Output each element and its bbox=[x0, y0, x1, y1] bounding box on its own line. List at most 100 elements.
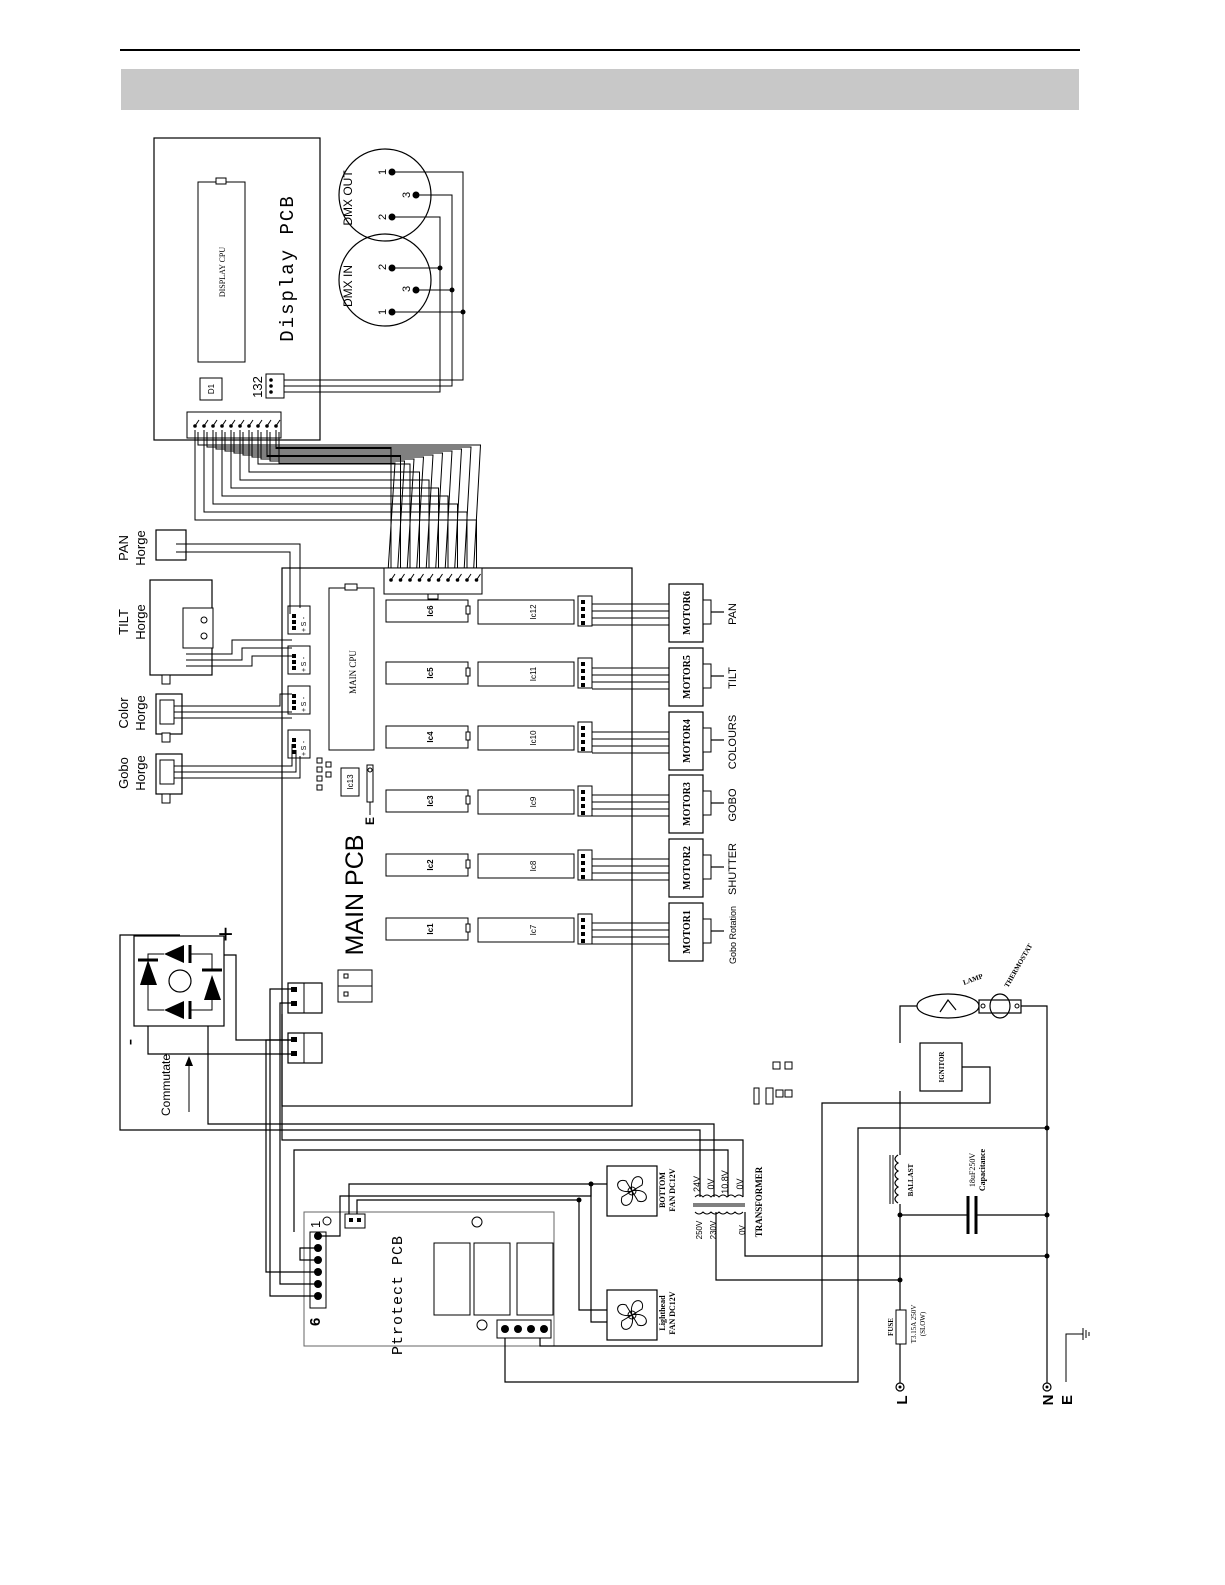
sensor-wire bbox=[176, 543, 301, 608]
lamp-label: LAMP bbox=[962, 972, 985, 987]
dmx-out-pin-1: 1 bbox=[377, 169, 389, 175]
ribbon-wire bbox=[197, 432, 482, 573]
ribbon-wire bbox=[278, 432, 396, 573]
sensor-pan bbox=[155, 529, 187, 561]
sensor-pin-label: + bbox=[301, 752, 308, 756]
driver-ic-left-label: Ic6 bbox=[426, 605, 435, 617]
motor-function-label: PAN bbox=[727, 603, 739, 625]
bottom-fan-label-1: BOTTOM bbox=[658, 1172, 667, 1208]
motor-1 bbox=[668, 902, 704, 962]
driver-ic-left-label: Ic4 bbox=[426, 731, 435, 743]
bridge-rectifier: + - Commutate bbox=[119, 919, 233, 1116]
driver-ic-left-label: Ic3 bbox=[426, 795, 435, 807]
transformer-pri-250v: 250V bbox=[695, 1220, 704, 1239]
sensor-pin-label: S bbox=[301, 701, 308, 706]
dmx-in-pin-2: 2 bbox=[377, 264, 389, 270]
sensor-wire bbox=[186, 655, 292, 667]
motor-label: MOTOR5 bbox=[682, 655, 693, 699]
main-pcb-title: MAIN PCB bbox=[341, 835, 369, 956]
motor-label: MOTOR6 bbox=[682, 591, 693, 635]
fuse-rating: T3.15A 250V bbox=[910, 1305, 918, 1344]
motor-6 bbox=[668, 583, 704, 643]
dmx-out-pin-2: 2 bbox=[377, 214, 389, 220]
sensor-wire bbox=[186, 647, 292, 661]
transformer-sec-24v: 24V bbox=[692, 1176, 702, 1192]
thermostat-label: THERMOSTAT bbox=[1003, 942, 1035, 989]
sensor-sub: Horge bbox=[133, 530, 148, 565]
transformer-pri-230v: 230V bbox=[709, 1220, 718, 1239]
ribbon-wire bbox=[203, 430, 468, 570]
ribbon-wire bbox=[194, 430, 477, 570]
driver-ic-right bbox=[477, 725, 575, 751]
motor-label: MOTOR4 bbox=[682, 719, 693, 763]
sensor-sub: Horge bbox=[133, 755, 148, 790]
protect-pin-first: 1 bbox=[308, 1221, 323, 1228]
display-cpu-chip bbox=[197, 181, 246, 363]
transformer-label: TRANSFORMER bbox=[754, 1166, 764, 1237]
sensor-name: TILT bbox=[116, 609, 131, 635]
ignitor-label: IGNITOR bbox=[938, 1051, 946, 1083]
ribbon-wire bbox=[275, 430, 392, 570]
sensor-pin-label: + bbox=[301, 628, 308, 632]
bottom-fan: BOTTOM FAN DC12V bbox=[606, 1165, 677, 1217]
driver-ic-right bbox=[477, 661, 575, 687]
capacitor-label: Capacitance bbox=[978, 1148, 987, 1191]
driver-ic-right-label: Ic12 bbox=[529, 604, 538, 620]
dmx-out-label: DMX OUT bbox=[341, 170, 355, 226]
test-pads bbox=[316, 757, 332, 791]
mains-section: LAMP THERMOSTAT IGNITOR BALLAST 18uF250V… bbox=[753, 942, 1090, 1405]
main-pcb: MAIN CPU MAIN PCB Ic13 E -S+-S+-S+-S+ Ic… bbox=[281, 567, 633, 1107]
sensor-wire bbox=[174, 744, 293, 767]
driver-ic-right-label: Ic7 bbox=[529, 924, 538, 935]
header-band bbox=[121, 69, 1079, 110]
motor-function-label: COLOURS bbox=[727, 715, 739, 769]
sensor-sub: Horge bbox=[133, 604, 148, 639]
sensor-pin-label: S bbox=[301, 745, 308, 750]
ribbon-cable bbox=[194, 430, 482, 573]
dmx-out-socket: DMX OUT 1 2 3 bbox=[338, 148, 432, 242]
transformer-pri-0v: 0V bbox=[738, 1224, 747, 1234]
sensor-wire bbox=[176, 551, 291, 614]
display-connector-pins: 132 bbox=[250, 376, 265, 398]
ribbon-wire bbox=[260, 432, 415, 573]
ribbon-wire bbox=[233, 432, 444, 573]
sensor-pin-label: + bbox=[301, 708, 308, 712]
motor-function-label: GOBO bbox=[727, 788, 739, 821]
driver-ic-left-label: Ic2 bbox=[426, 859, 435, 871]
sensor-wire bbox=[174, 750, 297, 773]
driver-ic-right-label: Ic8 bbox=[529, 860, 538, 871]
ribbon-wire bbox=[212, 430, 458, 570]
sensor-name: Gobo bbox=[116, 757, 131, 789]
driver-ic-right-label: Ic10 bbox=[529, 730, 538, 746]
display-pcb: DISPLAY CPU Display PCB D1 132 bbox=[153, 137, 321, 441]
sensor-sub: Horge bbox=[133, 695, 148, 730]
transformer-sec-0v-a: 0V bbox=[706, 1178, 716, 1189]
ribbon-wire bbox=[215, 432, 463, 573]
sensor-pin-label: - bbox=[301, 616, 308, 619]
motor-function-label: SHUTTER bbox=[727, 843, 739, 895]
sensor-name: PAN bbox=[116, 535, 131, 561]
capacitor-value: 18uF250V bbox=[968, 1153, 977, 1187]
fuse-label: FUSE bbox=[887, 1318, 895, 1336]
transformer: TRANSFORMER 24V 0V 10.8V 0V 250V 230V 0V bbox=[692, 1166, 764, 1239]
sensor-pin-label: - bbox=[301, 656, 308, 659]
dmx-wiring bbox=[284, 171, 466, 393]
fuse bbox=[895, 1309, 907, 1345]
ribbon-wire bbox=[221, 430, 449, 570]
driver-ic-left-label: Ic5 bbox=[426, 667, 435, 679]
protect-pcb-title: Ptrotect PCB bbox=[390, 1235, 407, 1355]
e-label: E bbox=[363, 817, 377, 825]
sensor-name: Color bbox=[116, 697, 131, 729]
dmx-out-pin-3: 3 bbox=[401, 192, 413, 198]
d1-component bbox=[199, 377, 223, 401]
lighthead-fan-label-1: Lighthead bbox=[658, 1295, 667, 1331]
protect-pin-last: 6 bbox=[307, 1318, 324, 1326]
earth-symbol bbox=[1065, 1333, 1083, 1382]
display-cpu-label: DISPLAY CPU bbox=[218, 247, 227, 298]
motor-3 bbox=[668, 774, 704, 834]
dmx-in-label: DMX IN bbox=[341, 265, 355, 307]
lighthead-fan-label-2: FAN DC12V bbox=[668, 1291, 677, 1334]
sensor-wire bbox=[174, 693, 292, 707]
